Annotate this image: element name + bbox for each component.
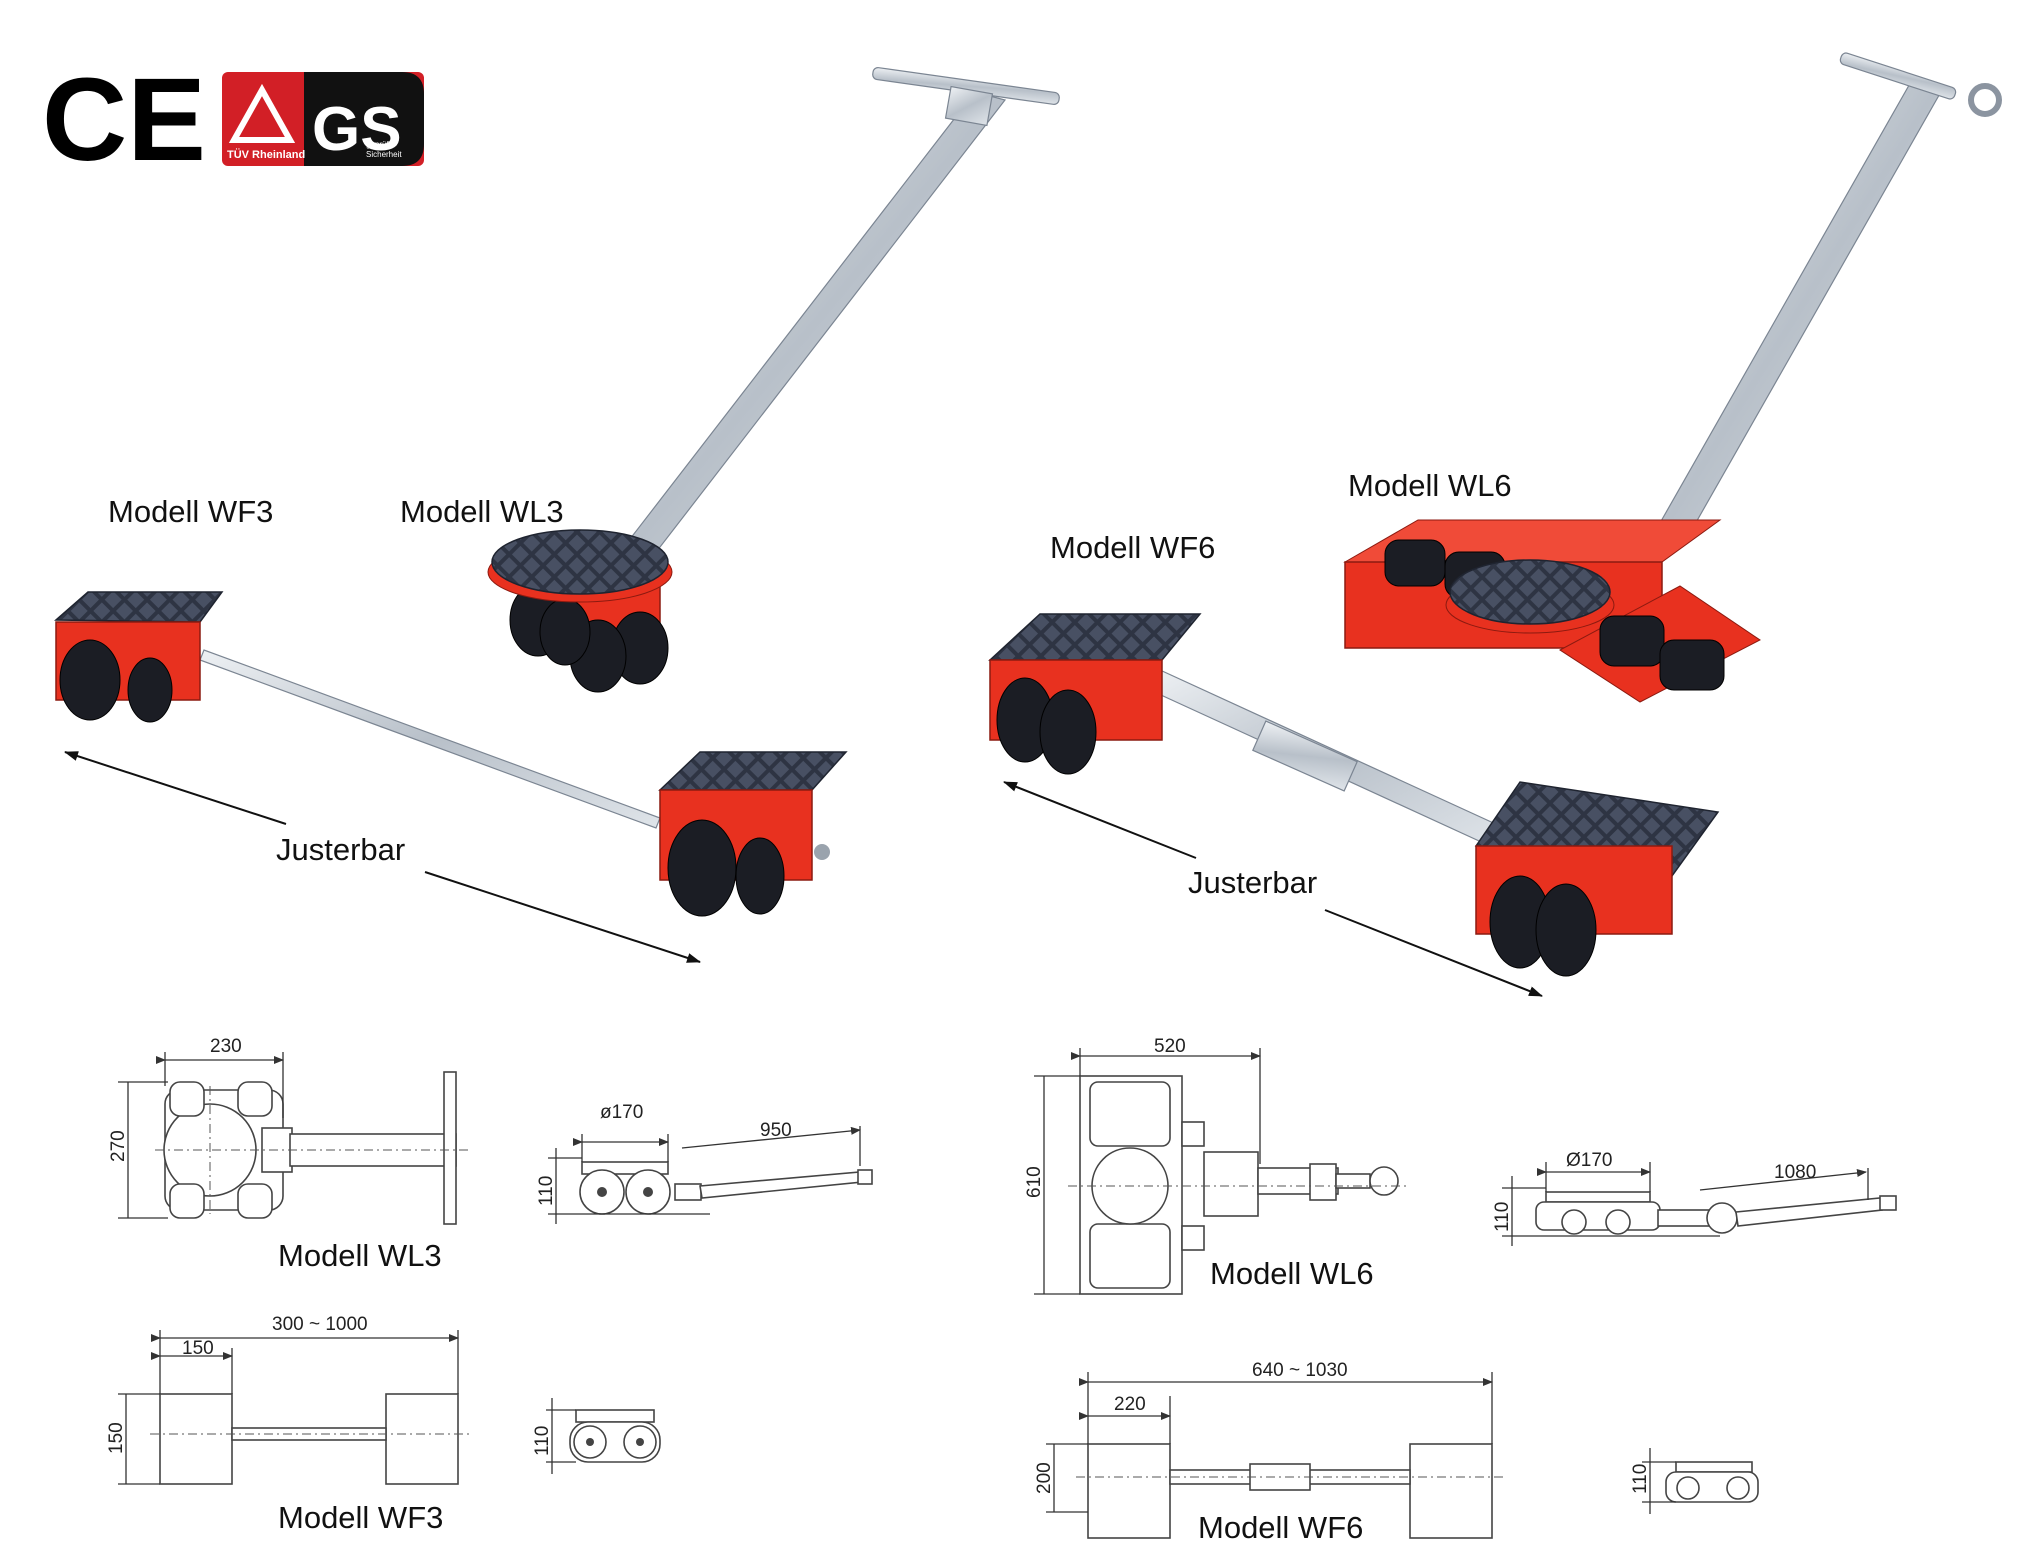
wf6-top-drawing: 640 ~ 1030 220 200 [1034,1360,1504,1539]
adjustable-text-left: Justerbar [276,832,405,867]
gs-subtext-1: geprüfte [366,140,396,149]
wl6-diameter-dim: Ø170 [1566,1150,1612,1171]
wl3-height-dim: 270 [108,1130,129,1162]
gs-tuv-badge: TÜV Rheinland GS geprüfte Sicherheit [222,72,424,166]
wl6-width-dim: 520 [1154,1036,1186,1057]
wl3-side-height-dim: 110 [536,1176,557,1206]
gs-subtext-2: Sicherheit [366,150,402,159]
wf3-product-image [54,591,848,917]
wl3-top-drawing: 230 270 [108,1036,470,1225]
wf6-span-dim: 640 ~ 1030 [1252,1360,1348,1381]
ce-mark: CE [42,54,206,186]
gs-mark-text: GS [312,95,402,164]
adjustable-arrow-left: Justerbar [64,751,701,963]
ce-mark-text: CE [42,54,206,186]
wl6-handle-dim: 1080 [1774,1162,1816,1183]
wf6-side-drawing: 110 [1630,1448,1759,1514]
wl3-photo-label: Modell WL3 [400,494,564,529]
tuv-text: TÜV Rheinland [227,148,305,161]
adjustable-arrow-right: Justerbar [1003,781,1543,997]
wl3-handle-dim: 950 [760,1120,792,1141]
wf6-height-dim: 200 [1034,1462,1055,1494]
wf6-photo-label: Modell WF6 [1050,530,1215,565]
wl3-drawing-label: Modell WL3 [278,1238,442,1273]
wf3-height-dim: 150 [106,1422,127,1454]
wf3-width-dim: 150 [182,1338,214,1359]
wf6-drawing-label: Modell WF6 [1198,1510,1363,1545]
wf6-side-height-dim: 110 [1630,1464,1651,1494]
wl6-top-drawing: 520 610 [1024,1036,1406,1295]
wl6-photo-label: Modell WL6 [1348,468,1512,503]
wf6-width-dim: 220 [1114,1394,1146,1415]
wl3-width-dim: 230 [210,1036,242,1057]
wf3-drawing-label: Modell WF3 [278,1500,443,1535]
wf3-side-height-dim: 110 [532,1426,553,1456]
wl3-diameter-dim: ø170 [600,1102,643,1123]
wl6-side-drawing: Ø170 1080 110 [1492,1150,1897,1246]
wf3-top-drawing: 300 ~ 1000 150 150 [106,1314,470,1485]
wl3-side-drawing: ø170 950 110 [536,1102,873,1224]
wf6-product-image [988,613,1720,977]
wl6-height-dim: 610 [1024,1166,1045,1198]
wl3-product-image [487,67,1060,693]
wf3-photo-label: Modell WF3 [108,494,273,529]
wf3-span-dim: 300 ~ 1000 [272,1314,368,1335]
tuv-triangle-icon [228,83,296,143]
adjustable-text-right: Justerbar [1188,865,1317,900]
wl6-side-height-dim: 110 [1492,1202,1513,1232]
wf3-side-drawing: 110 [532,1398,661,1474]
wl6-product-image [1343,52,2002,703]
wl6-drawing-label: Modell WL6 [1210,1256,1374,1291]
